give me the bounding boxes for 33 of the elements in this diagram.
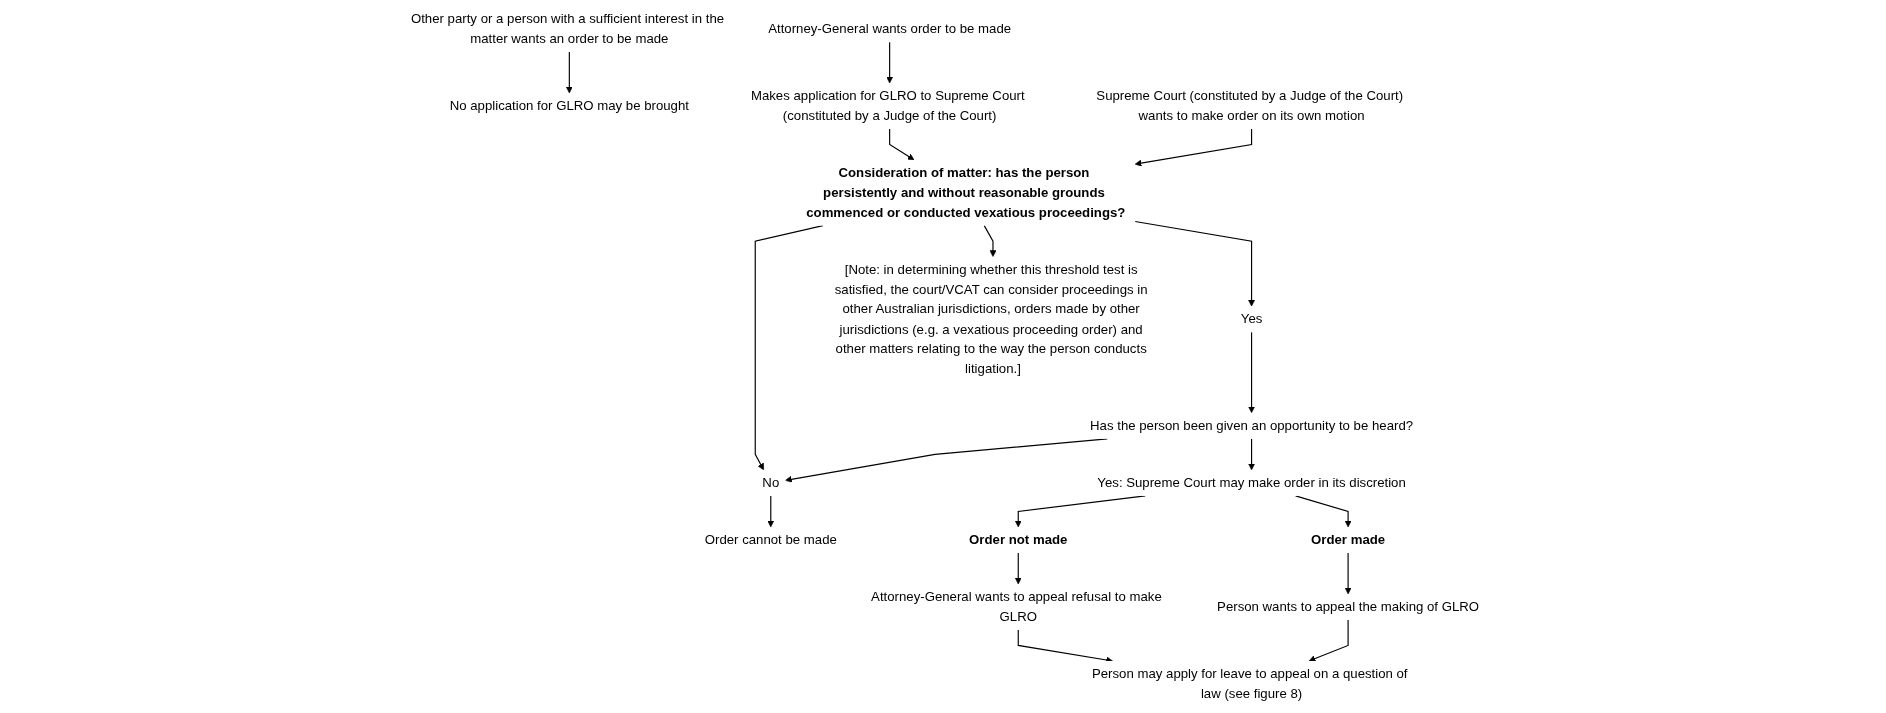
node-text: No [762, 475, 780, 491]
node-text: No application for GLRO may be brought [450, 98, 690, 114]
arrow [1134, 220, 1256, 307]
node-text: Attorney-General wants order to be made [768, 21, 1012, 37]
arrow [1248, 331, 1256, 414]
arrow [785, 438, 1109, 483]
node-text: [Note: in determining whether this threshold test is satisfied, the court/VCAT can consider proceedings in other Australian jurisdictions, orders made by other jurisdictions (e.g. a vexatious proceeding order) and other matters relating to the way the person conducts litigation.] [835, 262, 1148, 376]
node-text: Makes application for GLRO to Supreme Court (constituted by a Judge of the Court) [751, 88, 1025, 124]
arrow [566, 51, 574, 94]
arrow [1345, 552, 1352, 595]
node-text: Other party or a person with a sufficient interest in the matter wants an order to be made [411, 11, 725, 47]
node-text: Person may apply for leave to appeal on a question of law (see figure 8) [1092, 666, 1408, 701]
node-text: Yes: Supreme Court may make order in its discretion [1097, 475, 1407, 491]
arrow [1309, 619, 1349, 662]
arrow [886, 41, 894, 84]
arrow [984, 225, 997, 257]
arrow [755, 225, 824, 471]
node-text: Yes [1241, 311, 1263, 327]
node-text: Order cannot be made [705, 532, 838, 548]
node-text: Supreme Court (constituted by a Judge of the Court) wants to make order on its own motion [1096, 88, 1404, 124]
node-text: Order not made [969, 532, 1068, 548]
arrow [1295, 495, 1352, 528]
arrow [889, 128, 915, 161]
node-text: Person wants to appeal the making of GLRO [1217, 599, 1480, 615]
node-text: Has the person been given an opportunity to be heard? [1090, 418, 1414, 433]
node-text: Attorney-General wants to appeal refusal to make GLRO [871, 589, 1163, 625]
arrow [1015, 552, 1022, 585]
arrow [1015, 495, 1147, 528]
node-text: Consideration of matter: has the person persistently and without reasonable grounds commenced or conducted vexatious proceedings? [806, 165, 1126, 220]
arrow [1135, 128, 1253, 167]
arrow [1248, 438, 1256, 471]
node-text: Order made [1311, 532, 1386, 548]
arrow [767, 495, 775, 528]
